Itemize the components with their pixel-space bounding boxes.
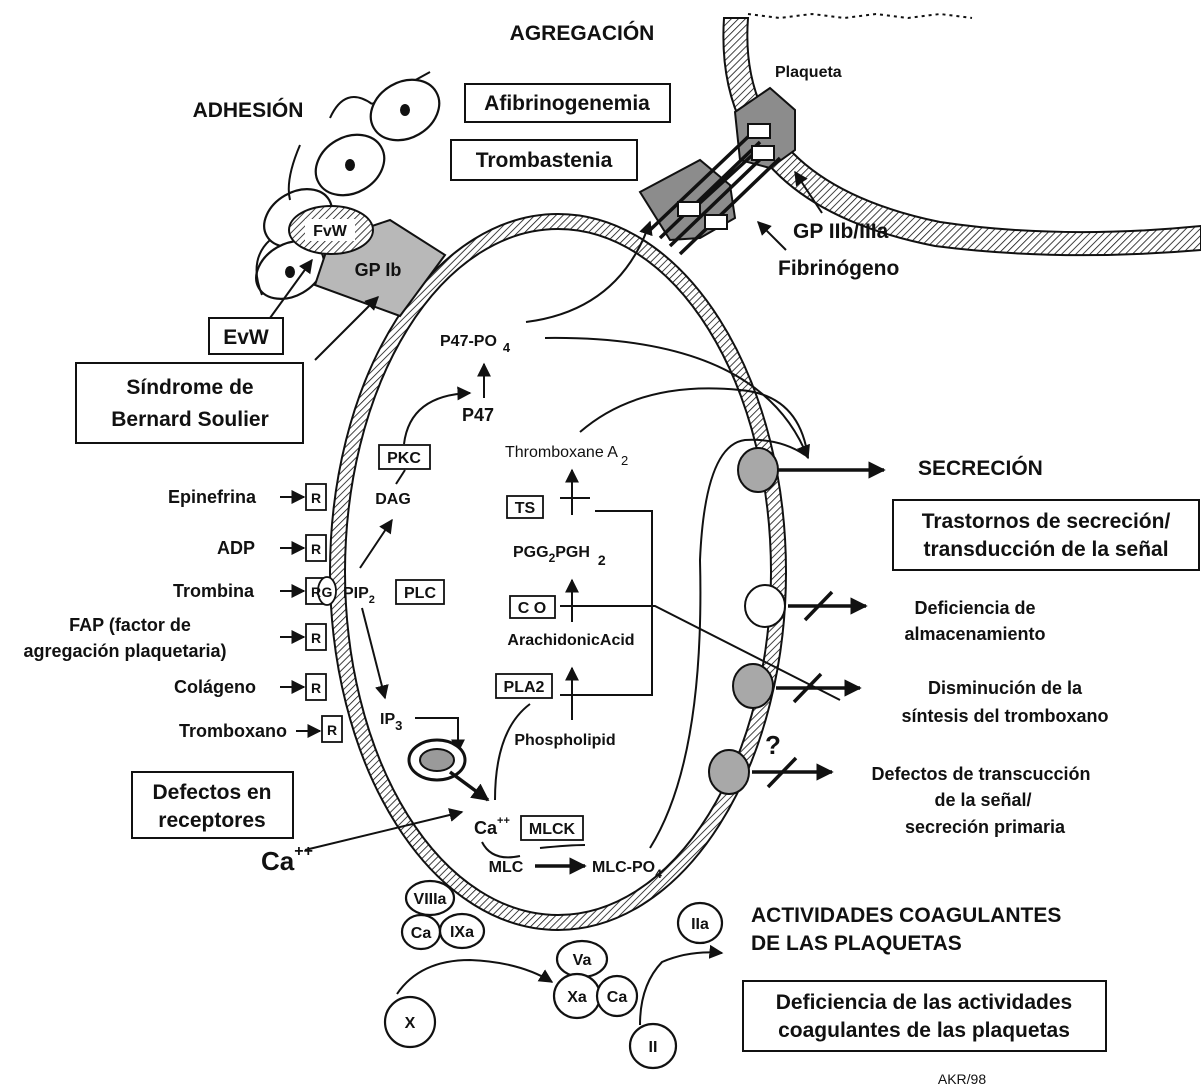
arachidonic-acid-label: ArachidonicAcid [507,632,634,649]
credit-label: AKR/98 [938,1071,986,1087]
receptor-epinefrina: R [311,490,321,506]
heading-agregacion: AGREGACIÓN [510,21,655,45]
bernard-line2: Bernard Soulier [111,408,269,431]
dag-label: DAG [375,491,411,508]
agonist-colageno: Colágeno [174,677,256,697]
coag-line1: Deficiencia de las actividades [776,991,1072,1014]
platelet-cytoplasm [345,229,771,915]
heading-actividades-line1: ACTIVIDADES COAGULANTES [751,904,1061,927]
factor-x: X [405,1015,416,1032]
question-mark: ? [765,730,781,760]
p47-label: P47 [462,405,494,425]
dense-tubular-system [409,740,465,780]
heading-actividades-line2: DE LAS PLAQUETAS [751,932,962,955]
bernard-line1: Síndrome de [126,376,253,399]
pkc-label: PKC [387,450,421,467]
granule-secretion [738,448,778,492]
receptor-colageno: R [311,680,321,696]
agonist-tromboxano: Tromboxano [179,721,287,741]
factor-ixa: IXa [450,924,474,941]
plc-label: PLC [404,585,436,602]
defectos-line2: de la señal/ [934,790,1031,810]
factor-va: Va [573,952,592,969]
receptor-trombina: R [311,584,321,600]
deficiencia-line2: almacenamiento [904,624,1045,644]
mlck-label: MLCK [529,821,576,838]
pla2-label: PLA2 [504,679,545,696]
disminucion-line2: síntesis del tromboxano [901,706,1108,726]
receptor-adp: R [311,541,321,557]
fvw-label: FvW [313,223,348,240]
agonist-trombina: Trombina [173,581,255,601]
factor-viiia: VIIIa [414,891,447,908]
bernard-soulier-box [76,363,303,443]
granule-storage-deficiency [745,585,785,627]
heading-adhesion: ADHESIÓN [193,98,304,122]
evw-label: EvW [223,326,269,349]
ca-external-label: Ca++ [261,843,313,876]
factor-ii: II [649,1039,658,1056]
agonist-adp: ADP [217,538,255,558]
co-label: C O [518,600,546,617]
secrecion-line1: Trastornos de secreción/ [922,510,1171,533]
factor-ca-1: Ca [411,925,432,942]
agonist-epinefrina: Epinefrina [168,487,257,507]
disminucion-line1: Disminución de la [928,678,1083,698]
factor-iia: IIa [691,916,709,933]
agonist-fap-line1: FAP (factor de [69,615,191,635]
phospholipid-label: Phospholipid [514,732,615,749]
deficiencia-line1: Deficiencia de [914,598,1035,618]
plaqueta-label: Plaqueta [775,64,842,81]
receptor-tromboxano: R [327,722,337,738]
g-protein: G [322,584,333,600]
factor-xa: Xa [567,989,587,1006]
afibrinogenemia-label: Afibrinogenemia [484,92,650,115]
receptor-fap: R [311,630,321,646]
trombastenia-label: Trombastenia [476,149,613,172]
defectos-line3: secreción primaria [905,817,1066,837]
factor-ca-2: Ca [607,989,628,1006]
mlc-label: MLC [489,859,524,876]
granule-signal-defect [709,750,749,794]
receptores-line2: receptores [158,809,265,832]
gp-iib-iiia-label: GP IIb/IIIa [793,220,889,243]
secrecion-line2: transducción de la señal [923,538,1168,561]
fibrinogeno-label: Fibrinógeno [778,257,899,280]
coag-line2: coagulantes de las plaquetas [778,1019,1070,1042]
agonist-fap-line2: agregación plaquetaria) [23,641,226,661]
defectos-line1: Defectos de transcucción [871,764,1090,784]
granule-thromboxane [733,664,773,708]
receptores-line1: Defectos en [152,781,271,804]
heading-secrecion: SECRECIÓN [918,456,1043,480]
gp-ib-label: GP Ib [355,260,402,280]
ts-label: TS [515,500,536,517]
